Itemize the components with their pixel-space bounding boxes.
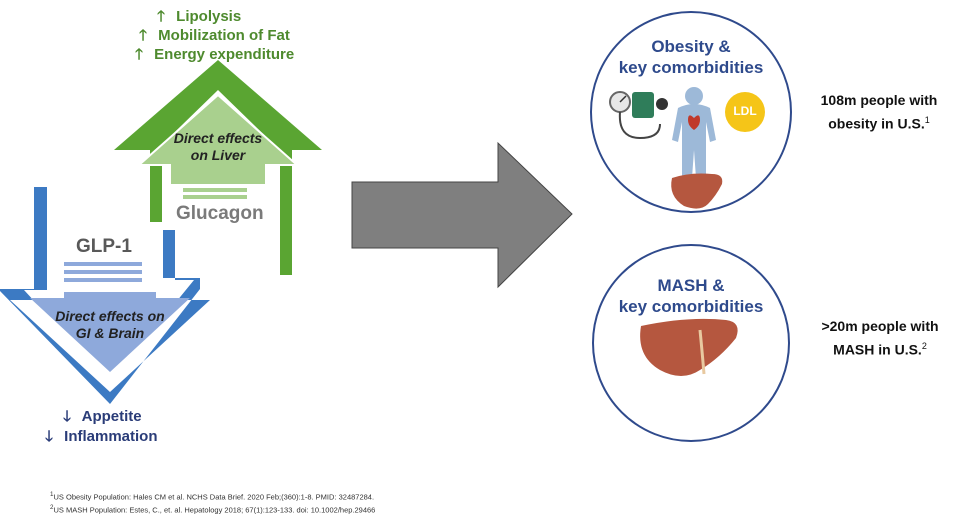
reference-item: 1US Obesity Population: Hales CM et al. … [50,491,375,502]
obesity-stat: 108m people with obesity in U.S.1 [820,92,938,132]
glucagon-effect-item: 🡑 Energy expenditure [128,44,294,69]
gi-brain-effects-label: Direct effects on GI & Brain [55,308,165,341]
glp1-down-arrow [0,187,210,404]
liver-effects-box [136,93,300,186]
up-arrow-icon: 🡑 [157,8,165,25]
liver-large-icon [640,318,738,376]
ldl-badge-label: LDL [733,104,757,118]
reference-item: 2US MASH Population: Estes, C., et. al. … [50,503,376,515]
glucagon-effect-item: 🡑 Lipolysis [150,6,241,31]
up-arrow-icon: 🡑 [135,46,143,63]
ldl-badge-icon [725,92,765,132]
glucagon-effect-item: 🡑 Mobilization of Fat [132,25,290,50]
glucagon-label: Glucagon [176,203,264,224]
glucagon-bar [183,195,247,199]
glp1-bar [64,270,142,274]
glp1-bar [64,262,142,266]
mash-stat: >20m people with MASH in U.S.2 [821,318,939,358]
liver-icon [671,173,723,209]
references: 1US Obesity Population: Hales CM et al. … [50,490,375,515]
gi-brain-effects-box [30,292,190,372]
liver-effects-label: Direct effects on Liver [173,130,263,163]
down-arrow-icon: 🡓 [45,428,53,445]
glucagon-bar [183,188,247,192]
blood-pressure-icon [609,91,668,140]
down-arrow-icon: 🡓 [63,408,71,425]
glp1-label: GLP-1 [76,236,132,257]
human-body-icon [672,87,716,192]
result-arrow [351,141,573,289]
glp1-effect-item: 🡓 Appetite [56,406,142,431]
up-arrow-icon: 🡑 [139,27,147,44]
obesity-circle [590,11,792,213]
mash-title: MASH & key comorbidities [618,276,764,316]
glucagon-arrow-outline [114,60,322,275]
obesity-title: Obesity & key comorbidities [618,37,764,77]
glp1-bar [64,278,142,282]
mash-circle [592,244,790,442]
glp1-effect-item: 🡓 Inflammation [38,426,157,451]
glucagon-up-arrow [114,60,322,275]
